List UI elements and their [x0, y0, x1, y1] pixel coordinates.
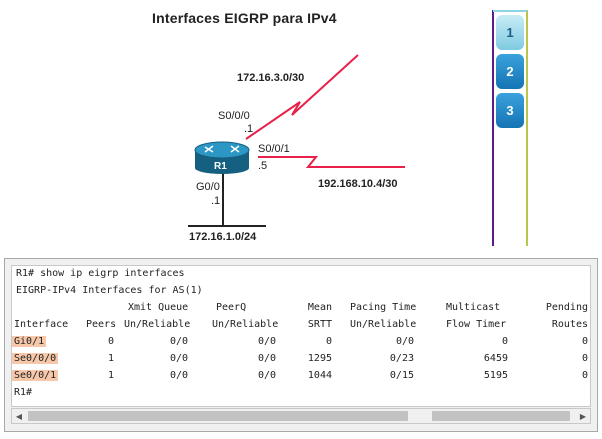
routes-cell: 0	[581, 370, 588, 381]
interface-label-g00: G0/0	[196, 181, 220, 193]
header-pacing-time: Pacing Time	[350, 302, 417, 313]
header-srtt: SRTT	[307, 319, 332, 330]
peers-cell: 1	[107, 370, 114, 381]
flow-timer-cell: 6459	[483, 353, 508, 364]
srtt-cell: 1044	[307, 370, 332, 381]
topology-diagram: Interfaces EIGRP para IPv4 R1 172.16.3.0…	[152, 10, 405, 243]
xmit-cell: 0/0	[169, 336, 188, 347]
header-pending: Pending	[545, 302, 588, 313]
slide-nav-frame	[492, 10, 528, 246]
end-prompt: R1#	[14, 387, 33, 398]
interface-cell: Gi0/1	[12, 336, 47, 347]
header-peerq: PeerQ	[216, 302, 247, 313]
routes-cell: 0	[581, 353, 588, 364]
header-xmit-queue: Xmit Queue	[128, 302, 189, 313]
scrollbar-thumb-secondary[interactable]	[432, 411, 570, 421]
srtt-cell: 0	[325, 336, 332, 347]
pacing-cell: 0/0	[395, 336, 414, 347]
command-line: R1# show ip eigrp interfaces	[16, 268, 185, 279]
header-peers: Peers	[86, 319, 117, 330]
router-r1-icon	[194, 141, 250, 174]
interface-label-s001: S0/0/1	[258, 143, 290, 155]
routes-cell: 0	[581, 336, 588, 347]
header-mean: Mean	[307, 302, 332, 313]
scroll-right-icon[interactable]: ▶	[579, 411, 587, 421]
scroll-left-icon[interactable]: ◀	[15, 411, 23, 421]
interface-cell: Se0/0/0	[12, 353, 59, 364]
peerq-cell: 0/0	[257, 353, 276, 364]
header-peerq-unreliable: Un/Reliable	[212, 319, 279, 330]
topology-svg	[188, 54, 405, 227]
scrollbar-thumb-main[interactable]	[28, 411, 408, 421]
as-line: EIGRP-IPv4 Interfaces for AS(1)	[16, 285, 203, 296]
interface-cell: Se0/0/1	[12, 370, 59, 381]
xmit-cell: 0/0	[169, 353, 188, 364]
pacing-cell: 0/23	[389, 353, 414, 364]
router-label: R1	[214, 161, 227, 172]
peerq-cell: 0/0	[257, 336, 276, 347]
host-label-s000: .1	[244, 123, 254, 135]
flow-timer-cell: 5195	[483, 370, 508, 381]
network-label-right: 192.168.10.4/30	[318, 178, 398, 190]
header-flow-timer: Flow Timer	[446, 319, 507, 330]
flow-timer-cell: 0	[501, 336, 508, 347]
peers-cell: 0	[107, 336, 114, 347]
terminal-panel: R1# show ip eigrp interfaces EIGRP-IPv4 …	[4, 258, 598, 432]
peers-cell: 1	[107, 353, 114, 364]
header-xmit-unreliable: Un/Reliable	[124, 319, 191, 330]
slide-3-button[interactable]: 3	[496, 93, 524, 128]
slide-1-button[interactable]: 1	[496, 15, 524, 50]
interface-label-s000: S0/0/0	[218, 110, 250, 122]
network-label-top: 172.16.3.0/30	[237, 72, 305, 84]
header-routes: Routes	[551, 319, 588, 330]
wan-link-s001	[258, 156, 405, 168]
slide-2-button[interactable]: 2	[496, 54, 524, 89]
peerq-cell: 0/0	[257, 370, 276, 381]
slide-navigation: 1 2 3	[491, 10, 529, 246]
header-interface: Interface	[14, 319, 69, 330]
header-multicast: Multicast	[446, 302, 501, 313]
pacing-cell: 0/15	[389, 370, 414, 381]
xmit-cell: 0/0	[169, 370, 188, 381]
wan-link-s000	[245, 54, 359, 140]
srtt-cell: 1295	[307, 353, 332, 364]
header-pacing-unreliable: Un/Reliable	[350, 319, 417, 330]
host-label-s001: .5	[258, 160, 268, 172]
network-label-bottom: 172.16.1.0/24	[189, 231, 257, 243]
horizontal-scrollbar[interactable]: ◀ ▶	[11, 408, 591, 424]
host-label-g00: .1	[211, 195, 221, 207]
terminal-output[interactable]: R1# show ip eigrp interfaces EIGRP-IPv4 …	[11, 265, 591, 407]
diagram-title: Interfaces EIGRP para IPv4	[152, 10, 337, 26]
